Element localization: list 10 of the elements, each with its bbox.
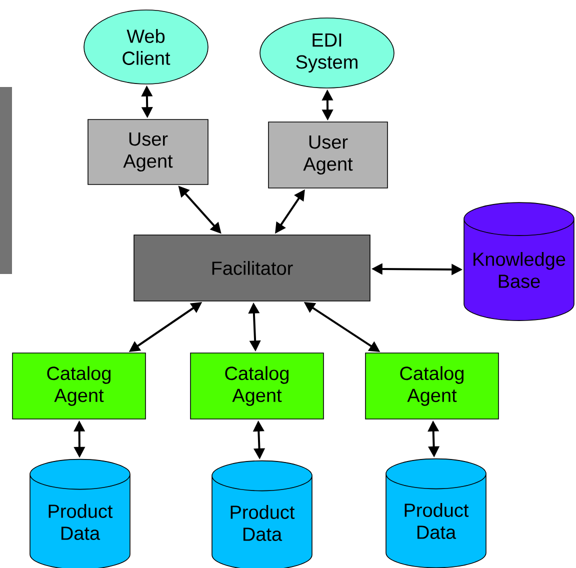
agent-box: Catalog Agent xyxy=(12,352,146,420)
agent-box: Catalog Agent xyxy=(365,352,499,420)
database-cylinder: Product Data xyxy=(30,458,130,568)
agent-box: User Agent xyxy=(268,122,388,188)
database-cylinder: Knowledge Base xyxy=(464,202,574,321)
agent-box: Catalog Agent xyxy=(190,352,324,420)
agent-box: User Agent xyxy=(88,119,208,185)
facilitator-box: Facilitator xyxy=(134,234,370,302)
database-cylinder: Product Data xyxy=(386,458,486,568)
database-cylinder: Product Data xyxy=(212,460,312,568)
